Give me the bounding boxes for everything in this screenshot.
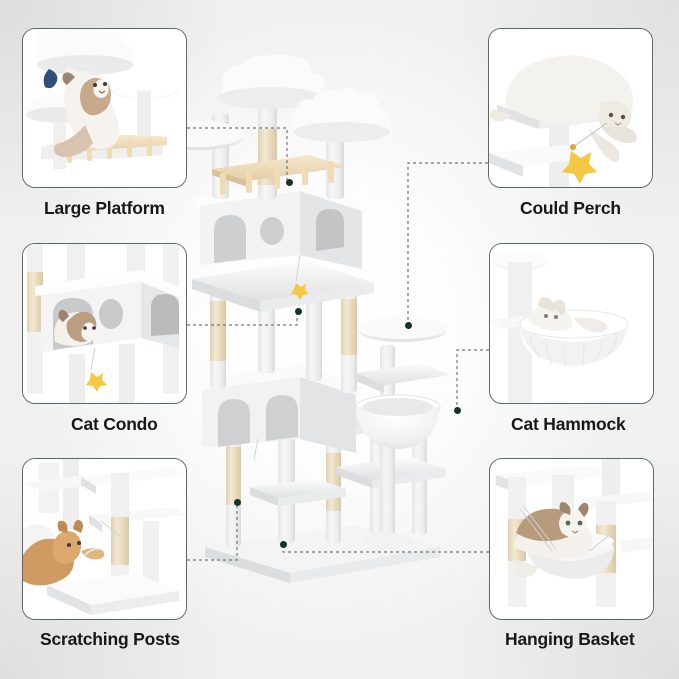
large-platform-photo bbox=[23, 29, 186, 187]
callout-label-scratching-posts: Scratching Posts bbox=[40, 629, 180, 649]
hanging-basket-photo bbox=[490, 459, 653, 619]
cat-condo-photo bbox=[23, 244, 186, 403]
callout-label-cat-hammock: Cat Hammock bbox=[511, 414, 626, 434]
callout-cat-condo[interactable] bbox=[22, 243, 187, 404]
callout-could-perch[interactable] bbox=[488, 28, 653, 188]
dangling-toys bbox=[253, 254, 309, 460]
callout-label-hanging-basket: Hanging Basket bbox=[505, 629, 635, 649]
cat-in-condo bbox=[54, 309, 97, 346]
dot-hanging-basket bbox=[279, 540, 287, 548]
lower-condo bbox=[196, 365, 362, 453]
lower-shelf bbox=[489, 145, 599, 177]
callout-scratching-posts[interactable] bbox=[22, 458, 187, 620]
cloud-platform-top bbox=[218, 55, 325, 109]
could-perch-photo bbox=[489, 29, 652, 187]
dot-could-perch bbox=[404, 321, 412, 329]
callout-label-could-perch: Could Perch bbox=[520, 198, 621, 218]
dot-cat-hammock bbox=[453, 406, 461, 414]
cat-in-hammock bbox=[528, 297, 608, 333]
scratching-posts-photo bbox=[23, 459, 186, 619]
callout-cat-hammock[interactable] bbox=[489, 243, 654, 404]
callout-hanging-basket[interactable] bbox=[489, 458, 654, 620]
mid-platform bbox=[192, 261, 374, 312]
callout-large-platform[interactable] bbox=[22, 28, 187, 188]
callout-label-cat-condo: Cat Condo bbox=[71, 414, 158, 434]
cat-tree-product-image bbox=[150, 55, 550, 600]
dot-cat-condo bbox=[294, 307, 302, 315]
callout-label-large-platform: Large Platform bbox=[44, 198, 165, 218]
dot-large-platform bbox=[285, 178, 293, 186]
dot-scratching-posts bbox=[233, 498, 241, 506]
cat-hammock-photo bbox=[490, 244, 653, 403]
white-cat bbox=[490, 55, 637, 162]
hammock-bowl bbox=[355, 394, 441, 449]
right-round-perch bbox=[358, 317, 446, 342]
cloud-platform-right bbox=[294, 87, 391, 142]
